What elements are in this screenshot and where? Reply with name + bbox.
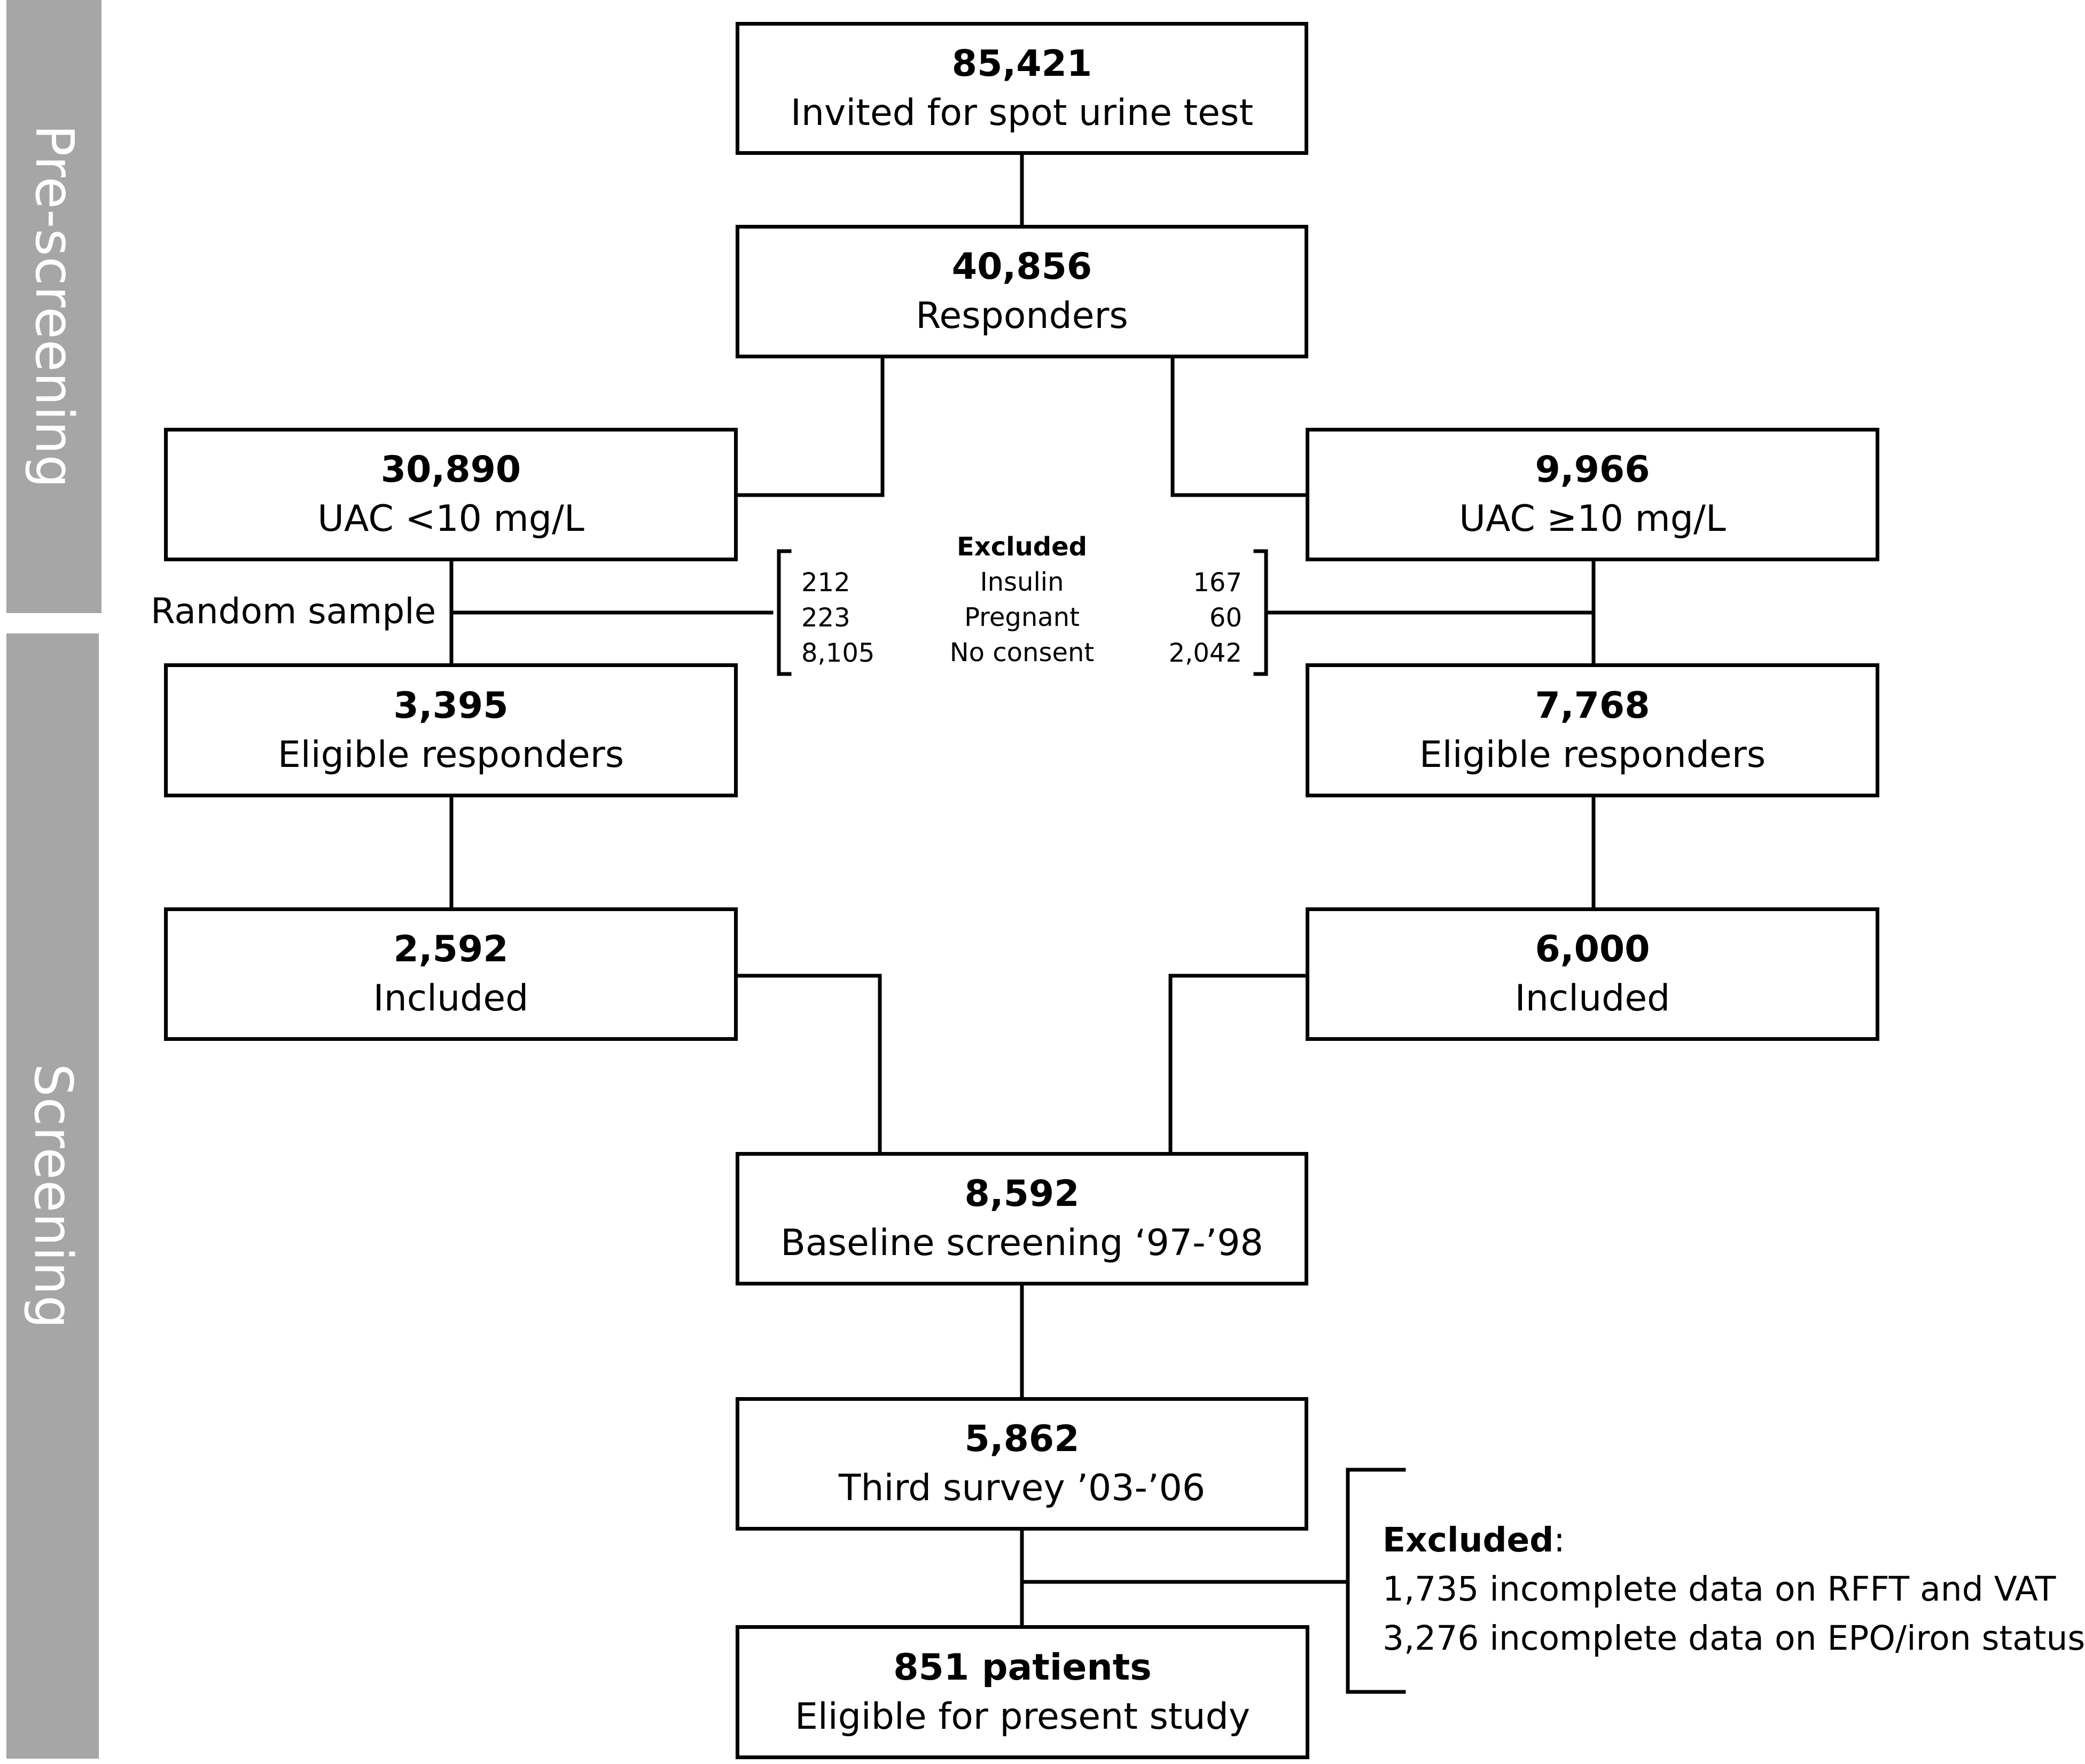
excluded-left-pregnant: 223 — [801, 603, 850, 633]
final-exclusions-title: Excluded — [1383, 1520, 1554, 1559]
uac-low-label: UAC <10 mg/L — [317, 498, 584, 540]
excluded-left-insulin: 212 — [801, 568, 850, 598]
final-exclusion-rfft-vat: 1,735 incomplete data on RFFT and VAT — [1383, 1570, 2056, 1609]
excluded-left-counts: 212 223 8,105 — [801, 565, 874, 671]
third-survey-count: 5,862 — [964, 1418, 1080, 1461]
eligible-low-label: Eligible responders — [277, 733, 624, 776]
pre-screening-label: Pre-screening — [24, 124, 84, 489]
baseline-box: 8,592 Baseline screening ‘97-’98 — [736, 1152, 1308, 1285]
responders-box: 40,856 Responders — [736, 225, 1308, 358]
responders-count: 40,856 — [951, 246, 1092, 288]
invited-box: 85,421 Invited for spot urine test — [736, 22, 1308, 155]
included-high-box: 6,000 Included — [1306, 907, 1879, 1041]
final-exclusion-epo-iron: 3,276 incomplete data on EPO/iron status — [1383, 1619, 2085, 1658]
connector-responders-uac-high — [1170, 357, 1309, 497]
excluded-middle-title: Excluded — [956, 532, 1088, 562]
eligible-high-count: 7,768 — [1535, 684, 1650, 727]
invited-label: Invited for spot urine test — [790, 91, 1254, 134]
included-high-label: Included — [1514, 977, 1670, 1020]
included-high-count: 6,000 — [1535, 928, 1650, 971]
excluded-right-pregnant: 60 — [1209, 603, 1242, 633]
excluded-right-no-consent: 2,042 — [1168, 638, 1242, 668]
pre-screening-band: Pre-screening — [6, 0, 101, 613]
excluded-right-insulin: 167 — [1193, 568, 1242, 598]
bracket-right-counts — [1253, 549, 1268, 676]
excluded-reason-no-consent: No consent — [949, 638, 1095, 668]
included-low-count: 2,592 — [393, 928, 509, 971]
final-box: 851 patients Eligible for present study — [736, 1625, 1309, 1759]
final-count: 851 patients — [893, 1646, 1152, 1689]
random-sample-label: Random sample — [151, 591, 436, 632]
screening-band: Screening — [6, 633, 99, 1759]
eligible-high-label: Eligible responders — [1419, 733, 1766, 776]
excluded-right-counts: 167 60 2,042 — [1133, 565, 1242, 671]
final-exclusions: Excluded: 1,735 incomplete data on RFFT … — [1383, 1516, 2085, 1663]
uac-high-count: 9,966 — [1535, 449, 1650, 491]
connector-responders-uac-low — [735, 357, 885, 497]
included-low-label: Included — [373, 977, 529, 1020]
connector-included-low-baseline — [735, 974, 882, 1156]
eligible-low-box: 3,395 Eligible responders — [164, 663, 738, 797]
bracket-left-counts — [777, 549, 792, 676]
connector-included-high-baseline — [1168, 974, 1309, 1156]
final-exclusions-heading: Excluded: — [1383, 1516, 2085, 1565]
third-survey-box: 5,862 Third survey ’03-’06 — [736, 1397, 1308, 1531]
screening-label: Screening — [22, 1063, 83, 1329]
excluded-reason-insulin: Insulin — [980, 567, 1064, 597]
included-low-box: 2,592 Included — [164, 907, 738, 1041]
excluded-middle: Excluded Insulin Pregnant No consent — [915, 529, 1129, 670]
responders-label: Responders — [916, 295, 1128, 337]
third-survey-label: Third survey ’03-’06 — [838, 1467, 1206, 1509]
baseline-count: 8,592 — [964, 1173, 1080, 1216]
final-exclusions-colon: : — [1553, 1520, 1565, 1559]
final-label: Eligible for present study — [794, 1695, 1251, 1738]
baseline-label: Baseline screening ‘97-’98 — [780, 1222, 1263, 1264]
uac-low-box: 30,890 UAC <10 mg/L — [164, 428, 738, 561]
uac-high-label: UAC ≥10 mg/L — [1459, 498, 1726, 540]
excluded-reason-pregnant: Pregnant — [964, 602, 1080, 632]
eligible-low-count: 3,395 — [393, 684, 509, 727]
invited-count: 85,421 — [951, 42, 1092, 85]
uac-high-box: 9,966 UAC ≥10 mg/L — [1306, 428, 1879, 561]
excluded-left-no-consent: 8,105 — [801, 638, 875, 668]
uac-low-count: 30,890 — [380, 449, 521, 491]
eligible-high-box: 7,768 Eligible responders — [1306, 663, 1879, 797]
bracket-final-exclusion — [1346, 1468, 1406, 1694]
